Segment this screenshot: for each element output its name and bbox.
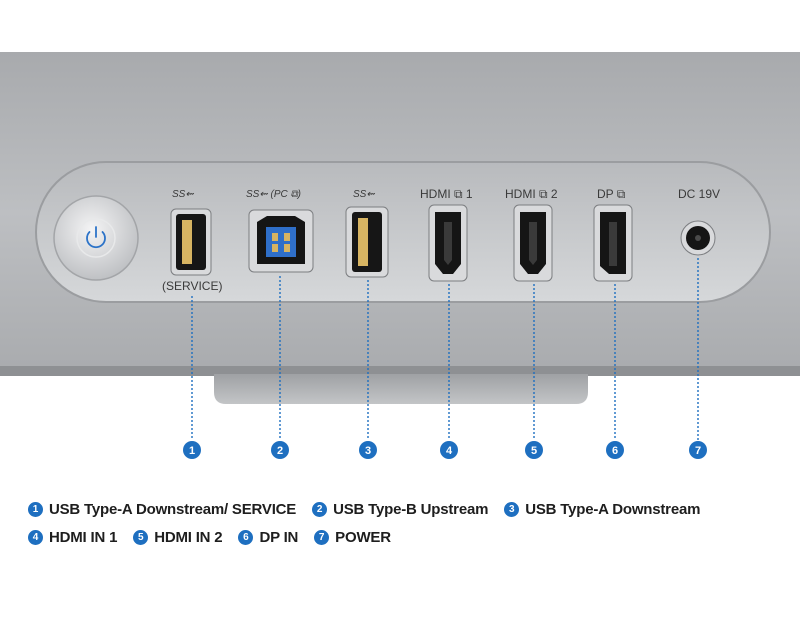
legend-item-2: 2 USB Type-B Upstream <box>312 501 488 518</box>
legend-text: POWER <box>335 528 391 546</box>
panel-bottom-edge <box>0 366 800 376</box>
callout-7: 7 <box>689 441 707 459</box>
usb-a-port[interactable]: SS⇜ <box>345 189 389 278</box>
power-icon <box>86 226 106 249</box>
legend-text: DP IN <box>259 528 299 546</box>
callout-5: 5 <box>525 441 543 459</box>
legend-text: HDMI IN 2 <box>154 528 223 546</box>
superspeed-label: SS⇜ <box>353 189 375 200</box>
svg-text:6: 6 <box>612 445 618 457</box>
hdmi-2-label: HDMI ⧉ 2 <box>505 187 558 201</box>
legend-text: HDMI IN 1 <box>49 528 118 546</box>
legend-badge: 1 <box>28 501 43 517</box>
svg-text:3: 3 <box>365 445 371 457</box>
hdmi-1-port[interactable]: HDMI ⧉ 1 <box>420 187 473 282</box>
dc-label: DC 19V <box>678 187 720 201</box>
port-recess <box>35 161 771 303</box>
dc-power-jack[interactable]: DC 19V <box>678 187 720 256</box>
legend-item-3: 3 USB Type-A Downstream <box>504 501 700 518</box>
legend-row-1: 1 USB Type-A Downstream/ SERVICE 2 USB T… <box>28 495 788 523</box>
legend-badge: 5 <box>133 529 149 545</box>
hdmi-1-label: HDMI ⧉ 1 <box>420 187 473 201</box>
legend-item-6: 6 DP IN <box>238 529 298 546</box>
svg-text:7: 7 <box>695 445 701 457</box>
legend-text: USB Type-A Downstream/ SERVICE <box>49 500 297 518</box>
legend-badge: 4 <box>28 529 43 545</box>
legend-text: USB Type-A Downstream <box>525 500 701 518</box>
svg-text:5: 5 <box>531 445 537 457</box>
usb-a-port-service[interactable]: SS⇜ (SERVICE) <box>162 189 222 293</box>
callout-1: 1 <box>183 441 201 459</box>
legend-badge: 3 <box>504 501 520 517</box>
stand-hinge <box>214 374 588 404</box>
port-legend: 1 USB Type-A Downstream/ SERVICE 2 USB T… <box>28 495 788 551</box>
legend-badge: 7 <box>314 529 330 545</box>
callout-3: 3 <box>359 441 377 459</box>
svg-text:4: 4 <box>446 445 453 457</box>
hdmi-2-port[interactable]: HDMI ⧉ 2 <box>505 187 558 282</box>
legend-row-2: 4 HDMI IN 1 5 HDMI IN 2 6 DP IN 7 POWER <box>28 523 788 551</box>
legend-badge: 2 <box>312 501 328 517</box>
legend-item-4: 4 HDMI IN 1 <box>28 529 117 546</box>
legend-item-7: 7 POWER <box>314 529 391 546</box>
legend-item-5: 5 HDMI IN 2 <box>133 528 223 546</box>
usb-b-port[interactable]: SS⇜ (PC ⧉) <box>246 189 314 273</box>
callout-4: 4 <box>440 441 458 459</box>
legend-text: USB Type-B Upstream <box>333 500 489 518</box>
svg-text:1: 1 <box>189 445 195 457</box>
dp-label: DP ⧉ <box>597 187 626 201</box>
power-button[interactable] <box>53 195 139 281</box>
svg-text:2: 2 <box>277 445 283 457</box>
dp-port[interactable]: DP ⧉ <box>593 187 633 282</box>
callout-2: 2 <box>271 441 289 459</box>
superspeed-label: SS⇜ <box>172 189 194 200</box>
legend-item-1: 1 USB Type-A Downstream/ SERVICE <box>28 501 296 518</box>
legend-badge: 6 <box>238 529 254 545</box>
leader-lines <box>191 258 699 440</box>
callout-6: 6 <box>606 441 624 459</box>
service-label: (SERVICE) <box>162 279 222 293</box>
usb-b-top-label: SS⇜ (PC ⧉) <box>246 189 301 200</box>
